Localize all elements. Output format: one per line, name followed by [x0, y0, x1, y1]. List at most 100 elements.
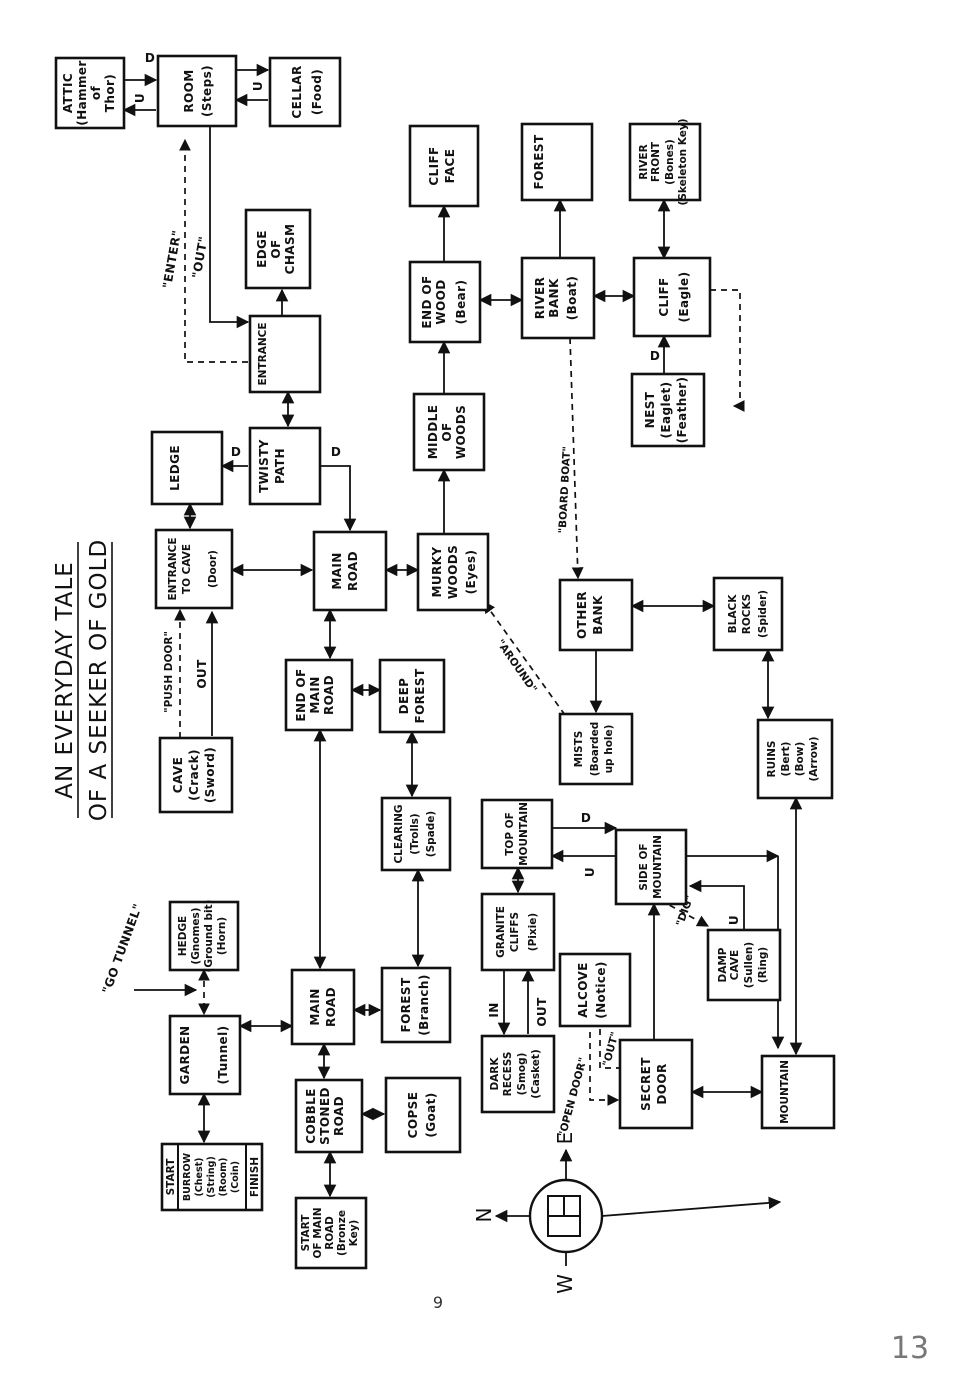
- room-edge-of-chasm: EDGEOFCHASM: [244, 208, 312, 290]
- label-open-door: "OPEN DOOR": [557, 1056, 590, 1138]
- label-in: IN: [487, 1002, 501, 1017]
- room-damp-cave: DAMPCAVE(Sullen)(Ring): [706, 928, 782, 1002]
- room-cliff: CLIFF(Eagle): [632, 256, 712, 338]
- page-number: 9: [433, 1293, 443, 1312]
- rooms: ATTIC(HammerofThor) ROOM(Steps) CELLAR(F…: [54, 54, 836, 1270]
- room-end-of-wood: END OFWOOD(Bear): [408, 260, 482, 344]
- label-out: "OUT": [189, 235, 210, 279]
- label-board-boat: "BOARD BOAT": [557, 446, 574, 534]
- svg-text:STARTOF MAINROAD(BronzeKey): STARTOF MAINROAD(BronzeKey): [300, 1207, 360, 1258]
- svg-text:RIVERBANK(Boat): RIVERBANK(Boat): [533, 276, 579, 321]
- room-room: ROOM(Steps): [156, 54, 238, 128]
- room-nest: NEST(Eaglet)(Feather): [630, 372, 706, 448]
- label-d: D: [145, 51, 155, 65]
- svg-text:FOREST(Branch): FOREST(Branch): [399, 974, 431, 1036]
- label-d: D: [331, 445, 341, 459]
- svg-text:MAINROAD: MAINROAD: [308, 987, 338, 1027]
- compass-rose: E N W: [472, 1132, 782, 1294]
- svg-text:END OFMAINROAD: END OFMAINROAD: [294, 668, 336, 721]
- label-d: D: [581, 811, 591, 825]
- svg-text:MOUNTAIN: MOUNTAIN: [779, 1060, 791, 1124]
- compass-south-arrow: [601, 1196, 782, 1217]
- room-attic: ATTIC(HammerofThor): [54, 56, 126, 130]
- svg-text:FOREST: FOREST: [532, 134, 546, 189]
- svg-text:RIVERFRONT(Bones)(Skeleton Key: RIVERFRONT(Bones)(Skeleton Key): [638, 119, 689, 206]
- room-forest-top: FOREST: [520, 122, 594, 202]
- room-river-bank: RIVERBANK(Boat): [520, 256, 596, 340]
- svg-text:START: START: [165, 1158, 177, 1196]
- svg-text:CLIFF(Eagle): CLIFF(Eagle): [657, 272, 691, 323]
- label-out: OUT: [535, 997, 549, 1027]
- room-hedge: HEDGE(Gnomes)(Ground bit)(Horn): [168, 900, 240, 973]
- room-mountain: MOUNTAIN: [760, 1054, 836, 1130]
- svg-text:FINISH: FINISH: [249, 1157, 261, 1197]
- label-enter: "ENTER": [160, 229, 184, 290]
- room-cobble-stoned-road: COBBLESTONEDROAD: [294, 1078, 364, 1154]
- svg-text:LEDGE: LEDGE: [168, 445, 182, 491]
- label-u: U: [251, 81, 265, 91]
- label-d: D: [231, 445, 241, 459]
- svg-text:GARDEN(Tunnel): GARDEN(Tunnel): [178, 1026, 230, 1085]
- svg-text:BURROW(Chest)(String)(Room)(Co: BURROW(Chest)(String)(Room)(Coin): [182, 1152, 241, 1201]
- room-middle-of-woods: MIDDLEOFWOODS: [412, 392, 486, 472]
- label-u: U: [133, 93, 147, 103]
- room-end-of-main-road: END OFMAINROAD: [284, 658, 354, 732]
- compass-north: N: [472, 1208, 496, 1223]
- connections: [122, 63, 803, 1198]
- svg-text:COBBLESTONEDROAD: COBBLESTONEDROAD: [304, 1087, 346, 1145]
- label-d: D: [650, 349, 660, 363]
- svg-text:ALCOVE(Notice): ALCOVE(Notice): [576, 961, 608, 1019]
- room-river-front: RIVERFRONT(Bones)(Skeleton Key): [628, 119, 702, 206]
- label-u: U: [727, 915, 741, 925]
- room-cellar: CELLAR(Food): [268, 56, 342, 128]
- room-entrance: ENTRANCE: [248, 314, 322, 394]
- label-go-tunnel: "GO TUNNEL": [99, 902, 145, 996]
- svg-text:MAINROAD: MAINROAD: [330, 551, 360, 591]
- svg-text:CAVE(Crack)(Sword): CAVE(Crack)(Sword): [171, 747, 217, 803]
- compass-east: E: [553, 1132, 577, 1145]
- room-start-of-main-road: STARTOF MAINROAD(BronzeKey): [294, 1196, 368, 1270]
- svg-text:ATTIC(HammerofThor): ATTIC(HammerofThor): [61, 60, 117, 126]
- svg-text:DAMPCAVE(Sullen)(Ring): DAMPCAVE(Sullen)(Ring): [717, 942, 769, 988]
- room-clearing: CLEARING(Trolls)(Spade): [380, 796, 452, 872]
- room-garden: GARDEN(Tunnel): [168, 1014, 242, 1096]
- svg-text:COPSE(Goat): COPSE(Goat): [406, 1092, 438, 1139]
- svg-text:HEDGE(Gnomes)(Ground bit)(Horn: HEDGE(Gnomes)(Ground bit)(Horn): [177, 900, 228, 973]
- svg-text:ROOM(Steps): ROOM(Steps): [182, 65, 214, 117]
- label-push-door: "PUSH DOOR": [163, 631, 175, 713]
- room-copse: COPSE(Goat): [384, 1076, 462, 1154]
- svg-text:NEST(Eaglet)(Feather): NEST(Eaglet)(Feather): [643, 377, 689, 444]
- label-out: OUT: [195, 659, 209, 689]
- svg-text:RUINS(Bert)(Bow)(Arrow): RUINS(Bert)(Bow)(Arrow): [766, 737, 820, 782]
- room-dark-recess: DARKRECESS(Smog)(Casket): [480, 1034, 556, 1114]
- room-alcove: ALCOVE(Notice): [558, 952, 632, 1028]
- title-line-2: OF A SEEKER OF GOLD: [86, 539, 112, 821]
- label-u: U: [583, 867, 597, 877]
- room-forest-bottom: FOREST(Branch): [380, 966, 452, 1044]
- room-ledge: LEDGE: [150, 430, 224, 506]
